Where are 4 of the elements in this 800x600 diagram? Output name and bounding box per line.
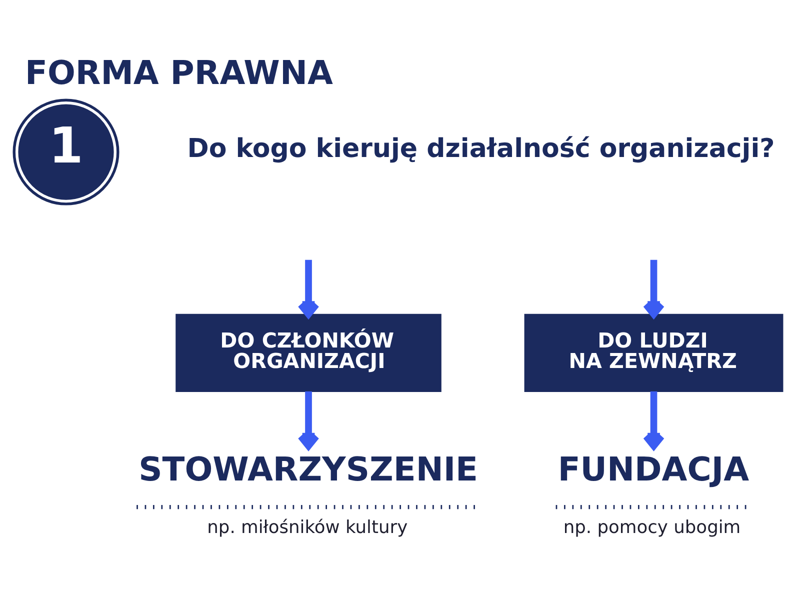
label: Do kogo kieruję działalność organizacji? xyxy=(187,134,775,164)
diagram-title: FORMA PRAWNA xyxy=(24,52,333,92)
node-text: STOWARZYSZENIE np. miłośników kultury xyxy=(138,449,478,538)
node-text: FUNDACJA np. pomocy ubogim xyxy=(558,449,750,538)
